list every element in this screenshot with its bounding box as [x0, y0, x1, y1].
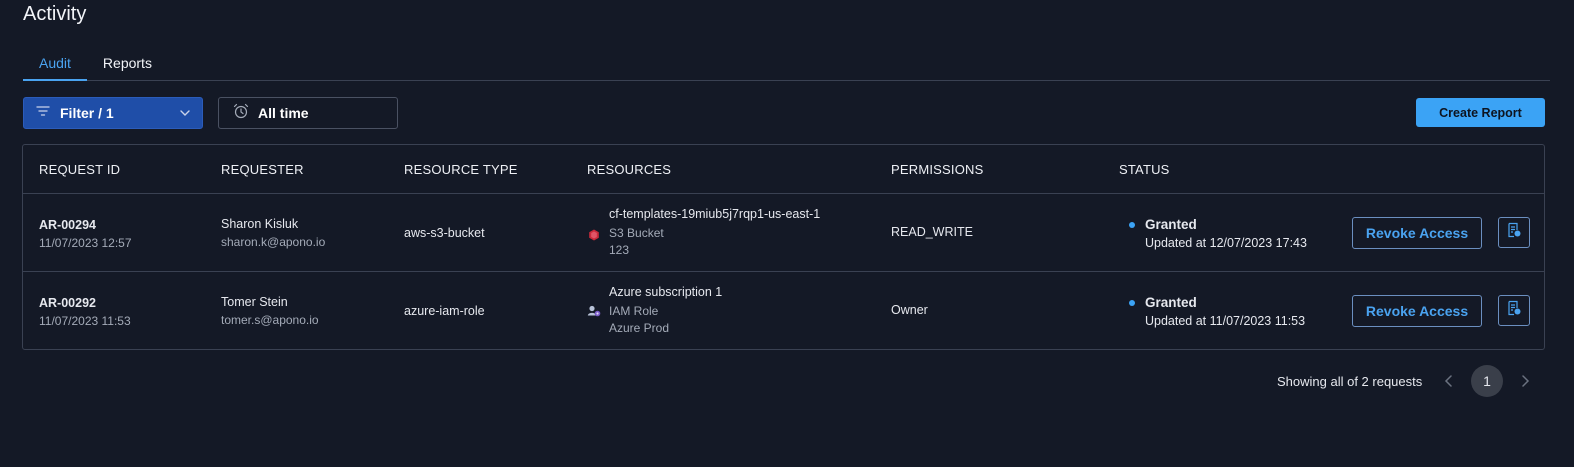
resource-name: cf-templates-19miub5j7rqp1-us-east-1	[609, 207, 821, 221]
request-id: AR-00292	[39, 296, 96, 310]
status-updated: Updated at 12/07/2023 17:43	[1145, 236, 1307, 250]
requester-email: sharon.k@apono.io	[221, 235, 326, 249]
table-row: AR-00294 11/07/2023 12:57 Sharon Kisluk …	[23, 194, 1544, 272]
request-date: 11/07/2023 12:57	[39, 236, 132, 250]
filter-label: Filter / 1	[60, 105, 114, 121]
create-report-button[interactable]: Create Report	[1416, 98, 1545, 127]
requester-email: tomer.s@apono.io	[221, 313, 319, 327]
status-dot	[1129, 300, 1135, 306]
tab-reports[interactable]: Reports	[102, 55, 152, 71]
chevron-down-icon	[180, 104, 190, 122]
pagination-page[interactable]: 1	[1471, 365, 1503, 397]
permissions: Owner	[891, 303, 928, 317]
resource-kind: S3 Bucket	[609, 226, 664, 240]
time-range-button[interactable]: All time	[218, 97, 398, 129]
audit-table: REQUEST ID REQUESTER RESOURCE TYPE RESOU…	[22, 144, 1545, 350]
document-icon	[1506, 222, 1522, 243]
resource-type: azure-iam-role	[404, 304, 485, 318]
request-id: AR-00294	[39, 218, 96, 232]
column-resource-type: RESOURCE TYPE	[404, 162, 518, 177]
details-button[interactable]	[1498, 295, 1530, 326]
permissions: READ_WRITE	[891, 225, 973, 239]
resource-extra: 123	[609, 243, 630, 257]
alarm-clock-icon	[233, 103, 249, 124]
tab-audit[interactable]: Audit	[23, 46, 87, 81]
column-requester: REQUESTER	[221, 162, 304, 177]
resource-type: aws-s3-bucket	[404, 226, 485, 240]
pagination-summary: Showing all of 2 requests	[1277, 374, 1423, 389]
aws-s3-icon	[588, 228, 600, 241]
azure-iam-icon	[587, 304, 601, 318]
revoke-access-button[interactable]: Revoke Access	[1352, 217, 1482, 249]
chevron-left-icon[interactable]	[1442, 373, 1456, 389]
tabs-bar: Audit Reports	[23, 46, 1550, 81]
filter-button[interactable]: Filter / 1	[23, 97, 203, 129]
page-title: Activity	[23, 3, 87, 25]
table-row: AR-00292 11/07/2023 11:53 Tomer Stein to…	[23, 272, 1544, 350]
chevron-right-icon[interactable]	[1518, 373, 1532, 389]
column-resources: RESOURCES	[587, 162, 672, 177]
status-badge: Granted	[1145, 295, 1197, 310]
document-icon	[1506, 300, 1522, 321]
requester-name: Tomer Stein	[221, 295, 288, 309]
requester-name: Sharon Kisluk	[221, 217, 299, 231]
filter-lines-icon	[36, 104, 50, 122]
status-badge: Granted	[1145, 217, 1197, 232]
resource-extra: Azure Prod	[609, 321, 670, 335]
column-request-id: REQUEST ID	[39, 162, 121, 177]
revoke-access-button[interactable]: Revoke Access	[1352, 295, 1482, 327]
column-permissions: PERMISSIONS	[891, 162, 984, 177]
resource-kind: IAM Role	[609, 304, 659, 318]
time-range-label: All time	[258, 105, 309, 121]
details-button[interactable]	[1498, 217, 1530, 248]
status-dot	[1129, 222, 1135, 228]
status-updated: Updated at 11/07/2023 11:53	[1145, 314, 1306, 328]
table-header: REQUEST ID REQUESTER RESOURCE TYPE RESOU…	[23, 145, 1544, 194]
request-date: 11/07/2023 11:53	[39, 314, 131, 328]
resource-name: Azure subscription 1	[609, 285, 723, 299]
column-status: STATUS	[1119, 162, 1170, 177]
